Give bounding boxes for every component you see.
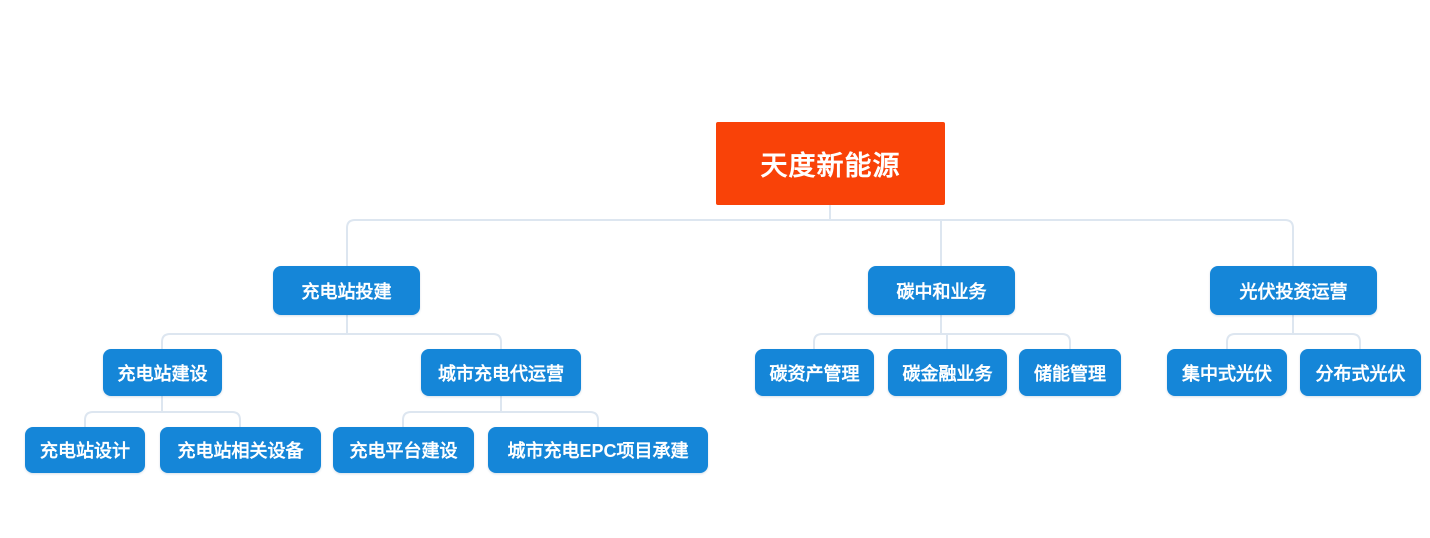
node-centralized-pv[interactable]: 集中式光伏	[1167, 349, 1287, 396]
node-carbon-finance-business[interactable]: 碳金融业务	[888, 349, 1007, 396]
node-charging-station-equipment[interactable]: 充电站相关设备	[160, 427, 321, 473]
node-energy-storage-management[interactable]: 储能管理	[1019, 349, 1121, 396]
node-charging-platform-construction[interactable]: 充电平台建设	[333, 427, 474, 473]
node-city-charging-epc-project[interactable]: 城市充电EPC项目承建	[488, 427, 708, 473]
node-root[interactable]: 天度新能源	[716, 122, 945, 205]
node-pv-investment-operation[interactable]: 光伏投资运营	[1210, 266, 1377, 315]
node-charging-station-construction[interactable]: 充电站建设	[103, 349, 222, 396]
node-city-charging-agent-operation[interactable]: 城市充电代运营	[421, 349, 581, 396]
node-charging-station-design[interactable]: 充电站设计	[25, 427, 145, 473]
node-carbon-asset-management[interactable]: 碳资产管理	[755, 349, 874, 396]
node-carbon-neutral-business[interactable]: 碳中和业务	[868, 266, 1015, 315]
node-charging-station-investment[interactable]: 充电站投建	[273, 266, 420, 315]
node-distributed-pv[interactable]: 分布式光伏	[1300, 349, 1421, 396]
